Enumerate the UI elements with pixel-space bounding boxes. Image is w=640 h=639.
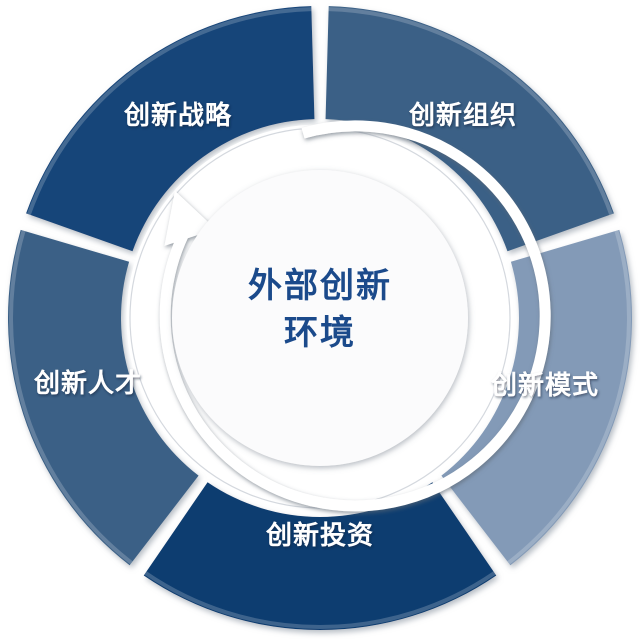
segment-bevel-innovation-organization (328, 7, 613, 216)
segment-bevel-innovation-strategy (27, 7, 312, 216)
segment-label-innovation-talent: 创新人才 (33, 368, 142, 398)
center-hub (172, 170, 468, 466)
wheel-segment-innovation-talent[interactable] (7, 229, 199, 566)
segment-bevel-innovation-talent (9, 230, 133, 565)
segment-bevel-innovation-investment (144, 571, 496, 629)
segment-label-innovation-investment: 创新投资 (265, 520, 374, 550)
wheel-segment-innovation-investment[interactable] (143, 482, 497, 631)
segment-label-innovation-strategy: 创新战略 (123, 100, 232, 130)
segment-label-innovation-model: 创新模式 (490, 370, 599, 400)
segment-label-innovation-organization: 创新组织 (408, 100, 517, 130)
center-title-line1: 外部创新 (248, 267, 392, 305)
wheel-segments (7, 6, 633, 631)
wheel-segment-innovation-strategy[interactable] (26, 6, 315, 252)
segment-bevel-innovation-model (507, 230, 631, 565)
center-title-line2: 环境 (284, 314, 356, 352)
wheel-segment-innovation-organization[interactable] (325, 6, 614, 252)
wheel-segment-innovation-model[interactable] (441, 229, 633, 566)
